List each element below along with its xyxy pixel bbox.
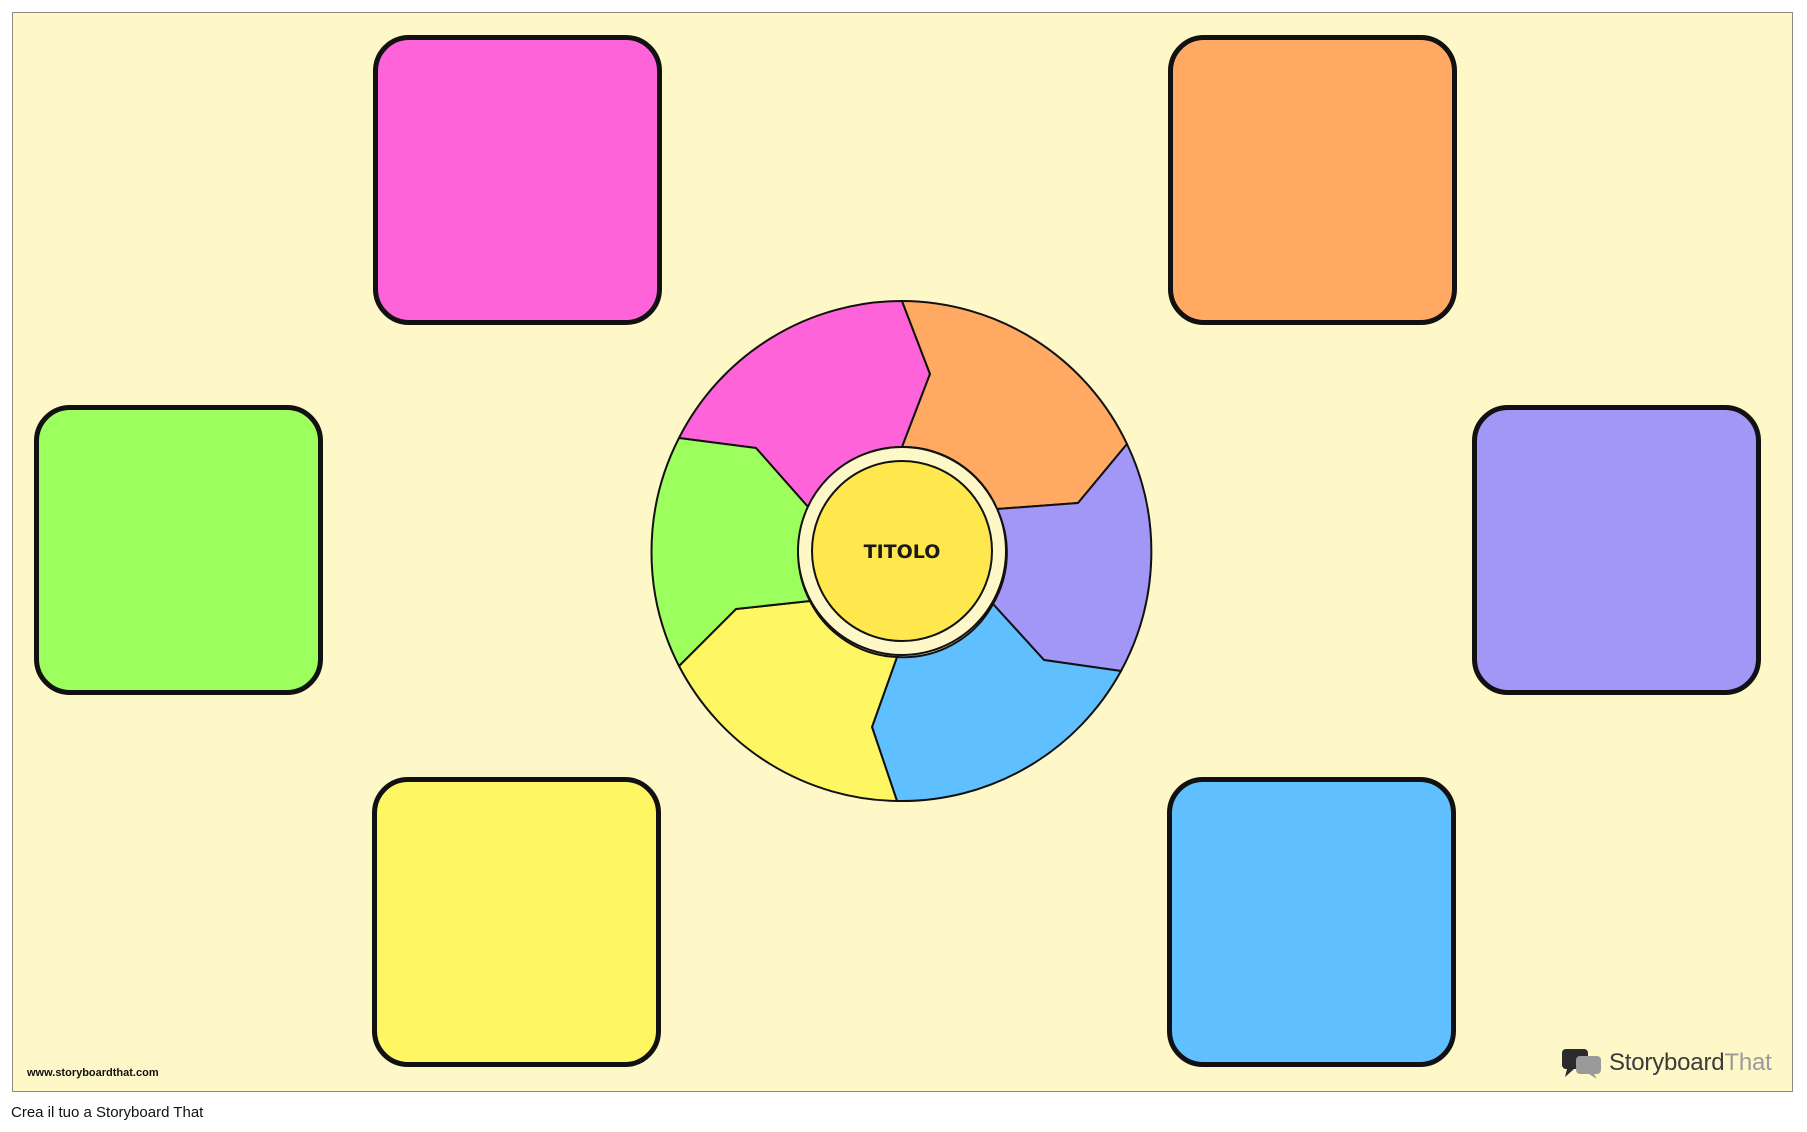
logo-text-light: That (1724, 1049, 1772, 1076)
watermark-url: www.storyboardthat.com (27, 1067, 159, 1079)
speech-bubbles-icon (1562, 1049, 1601, 1079)
box-top-right (1168, 35, 1457, 325)
box-bottom-right (1167, 777, 1456, 1067)
logo-text-dark: Storyboard (1609, 1049, 1725, 1076)
center-circle (811, 460, 993, 642)
box-middle-left (34, 405, 323, 695)
box-middle-right (1472, 405, 1761, 695)
wheel-segment-blue (871, 603, 1122, 803)
logo-text: StoryboardThat (1609, 1049, 1772, 1077)
center-title: TITOLO (864, 541, 941, 563)
box-bottom-left (372, 777, 661, 1067)
footer-caption: Crea il tuo a Storyboard That (11, 1104, 204, 1121)
wheel-segment-yellow (678, 600, 898, 802)
box-top-left (373, 35, 662, 325)
storyboardthat-logo: StoryboardThat (1561, 1047, 1772, 1079)
